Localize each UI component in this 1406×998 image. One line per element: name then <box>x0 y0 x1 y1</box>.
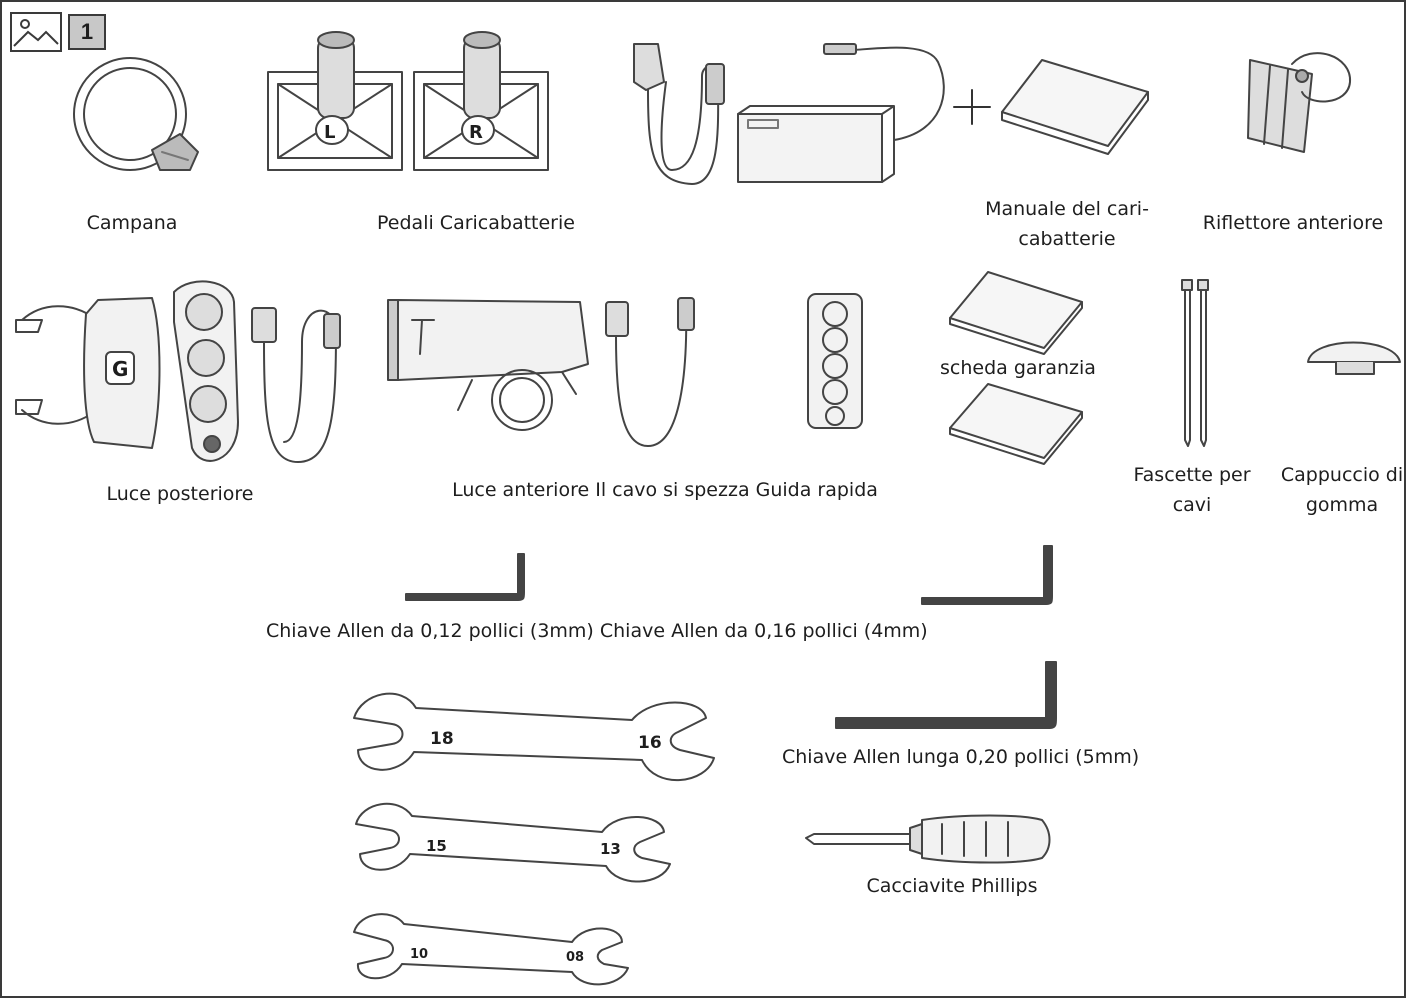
label-warranty-card: scheda garanzia <box>930 353 1106 383</box>
label-long-allen-key: Chiave Allen lunga 0,20 pollici (5mm) <box>782 742 1140 772</box>
label-pedals-charger: Pedali Caricabatterie <box>346 208 606 238</box>
label-cable-ties: Fascette per cavi <box>1122 460 1262 520</box>
quick-guide-icon <box>807 293 863 429</box>
label-rear-light: Luce posteriore <box>88 479 272 509</box>
label-screwdriver: Cacciavite Phillips <box>854 871 1050 901</box>
label-charger-manual: Manuale del cari- cabatterie <box>972 194 1162 254</box>
pedal-left-icon: L <box>267 31 403 171</box>
rear-light-mark: G <box>112 357 128 381</box>
label-text: Chiave Allen da 0,12 pollici (3mm) Chiav… <box>266 620 928 642</box>
image-icon <box>10 12 62 52</box>
label-text: Luce anteriore Il cavo si spezza Guida r… <box>452 479 878 501</box>
front-reflector-icon <box>1247 52 1352 153</box>
rear-light-icon: G <box>15 280 341 463</box>
warranty-card-icon <box>949 271 1083 465</box>
wrench-size: 18 <box>430 729 454 749</box>
bell-icon <box>73 57 199 171</box>
label-front-reflector: Riflettore anteriore <box>1190 208 1396 238</box>
label-text: Cappuccio di <box>1280 464 1404 486</box>
label-text: Luce posteriore <box>106 483 254 505</box>
screwdriver-icon <box>805 814 1051 864</box>
wrench-size: 16 <box>638 733 662 753</box>
pedal-left-mark: L <box>324 122 335 143</box>
wrench-size: 08 <box>566 950 584 965</box>
label-allen-keys: Chiave Allen da 0,12 pollici (3mm) Chiav… <box>266 616 928 646</box>
allen-key-5mm-icon <box>835 661 1057 729</box>
label-text: Fascette per <box>1133 464 1251 486</box>
pedal-right-icon: R <box>413 31 549 171</box>
label-text: cabatterie <box>1018 228 1116 250</box>
wrench-15-13-icon: 15 13 <box>355 802 671 883</box>
label-text: scheda garanzia <box>940 357 1096 379</box>
allen-key-4mm-icon <box>921 545 1053 605</box>
pedal-right-mark: R <box>469 122 483 143</box>
wrench-size: 13 <box>600 840 621 858</box>
label-text: Pedali Caricabatterie <box>377 212 575 234</box>
label-rubber-cap: Cappuccio di gomma <box>1266 460 1404 520</box>
label-front-light-row: Luce anteriore Il cavo si spezza Guida r… <box>442 475 888 505</box>
label-bell: Campana <box>62 208 202 238</box>
wrench-10-08-icon: 10 08 <box>353 913 629 986</box>
wrench-18-16-icon: 18 16 <box>353 692 715 782</box>
label-text: Cacciavite Phillips <box>866 875 1038 897</box>
allen-key-3mm-icon <box>405 553 525 601</box>
label-text: Campana <box>86 212 178 234</box>
front-light-icon <box>387 297 695 447</box>
page-number-badge: 1 <box>68 14 106 50</box>
wrench-size: 10 <box>410 947 428 962</box>
label-text: Chiave Allen lunga 0,20 pollici (5mm) <box>782 746 1140 768</box>
rubber-cap-icon <box>1307 341 1401 375</box>
charger-manual-icon <box>1001 59 1149 155</box>
label-text: Manuale del cari- <box>985 198 1149 220</box>
cable-ties-icon <box>1181 279 1209 447</box>
label-text: Riflettore anteriore <box>1202 212 1384 234</box>
label-text: gomma <box>1305 494 1379 516</box>
charger-icon <box>633 43 991 185</box>
label-text: cavi <box>1172 494 1212 516</box>
wrench-size: 15 <box>426 837 447 855</box>
